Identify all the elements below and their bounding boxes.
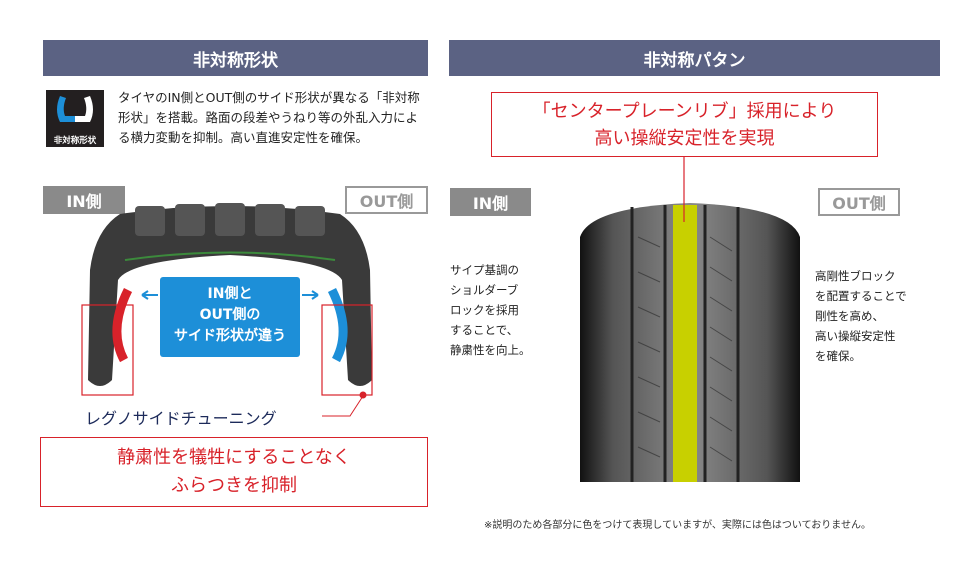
callout-line: OUT側の	[199, 307, 261, 323]
asymmetric-shape-icon: 非対称形状	[46, 90, 104, 147]
highlight-line: 高い操縦安定性を実現	[594, 127, 775, 149]
center-rib-highlight-box: 「センタープレーンリブ」採用により 高い操縦安定性を実現	[491, 92, 878, 157]
left-out-label: OUT側	[345, 186, 428, 214]
footnote: ※説明のため各部分に色をつけて表現していますが、実際には色はついておりません。	[484, 520, 871, 531]
in-side-description: サイプ基調の ショルダーブ ロックを採用 することで、 静粛性を向上。	[450, 263, 531, 357]
left-section-header: 非対称形状	[43, 40, 428, 76]
right-section-header: 非対称パタン	[449, 40, 940, 76]
tire-tread-front	[580, 157, 800, 482]
feature-leader-line	[322, 391, 367, 417]
callout-line: IN側と	[207, 286, 253, 302]
right-out-label: OUT側	[818, 188, 900, 216]
right-in-label: IN側	[450, 188, 531, 216]
left-description: タイヤのIN側とOUT側のサイド形状が異なる「非対称形状」を搭載。路面の段差やう…	[118, 90, 420, 145]
callout-line: サイド形状が違う	[174, 328, 286, 344]
left-benefit-box: 静粛性を犠牲にすることなく ふらつきを抑制	[40, 437, 428, 507]
icon-label: 非対称形状	[53, 136, 97, 146]
left-in-label: IN側	[43, 186, 125, 214]
out-side-description: 高剛性ブロック を配置することで 剛性を高め、 高い操縦安定性 を確保。	[815, 269, 907, 363]
side-shape-callout: IN側と OUT側の サイド形状が違う	[160, 277, 300, 357]
benefit-line: ふらつきを抑制	[171, 475, 297, 496]
feature-name: レグノサイドチューニング	[85, 409, 277, 428]
benefit-line: 静粛性を犠牲にすることなく	[117, 447, 351, 468]
highlight-line: 「センタープレーンリブ」採用により	[532, 100, 837, 122]
tire-cross-section	[81, 203, 373, 396]
